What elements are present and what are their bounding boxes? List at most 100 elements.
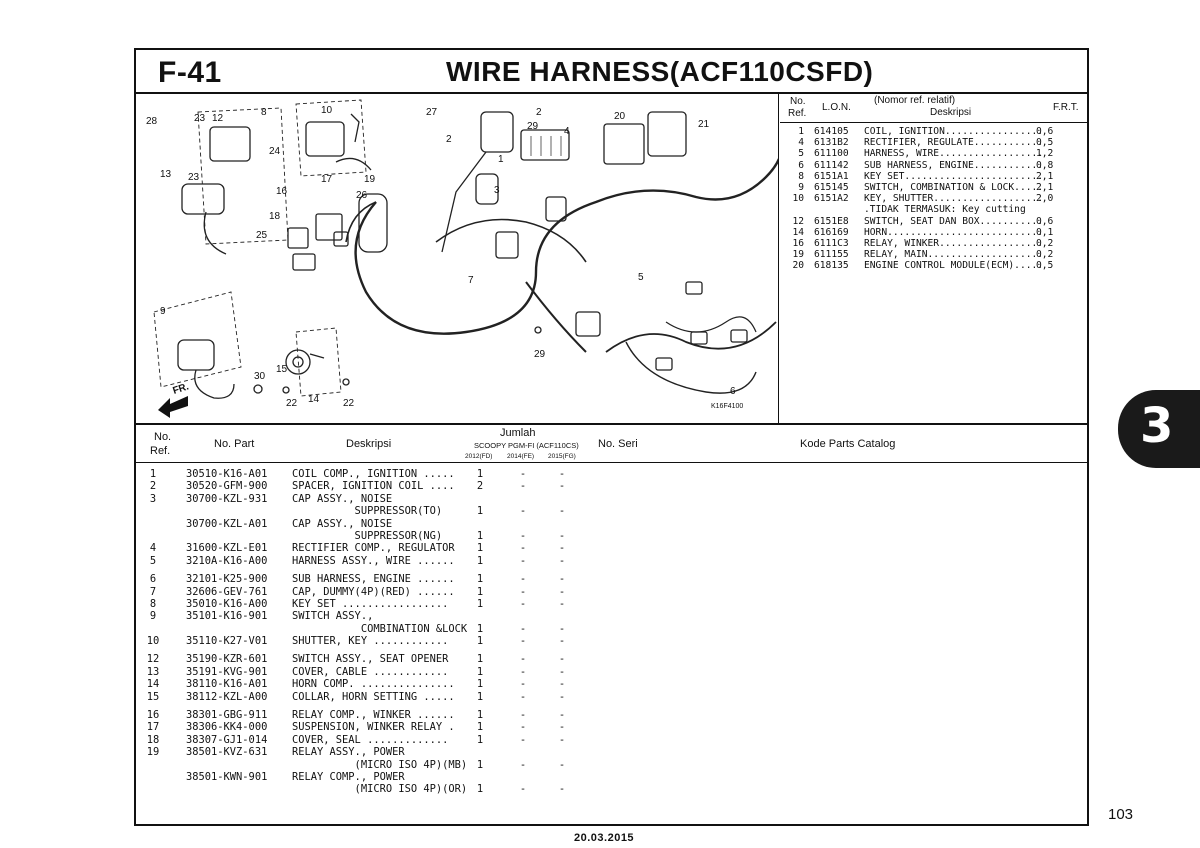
desc-cell: KEY, SHUTTER................... — [864, 193, 1044, 205]
ref-label: 27 — [426, 107, 438, 118]
description-cell: SUB HARNESS, ENGINE ...... — [292, 573, 455, 586]
part-number-cell: 32606-GEV-761 — [186, 585, 268, 598]
ref-cell: 19 — [792, 249, 804, 261]
ref-label: 12 — [212, 113, 224, 124]
qty-2015-cell: - — [558, 709, 566, 722]
no-header: No. — [154, 431, 172, 443]
labor-note: .TIDAK TERMASUK: Key cutting — [864, 204, 1026, 216]
qty-2012-cell: 1 — [476, 554, 484, 567]
frt-cell: 0,5 — [1036, 260, 1054, 272]
frt-cell: 2,1 — [1036, 170, 1054, 182]
qty-2015-cell: - — [558, 678, 566, 691]
ref-cell: 9 — [798, 181, 804, 193]
desc-cell: RELAY, MAIN.................... — [864, 249, 1044, 261]
ref-label: 13 — [160, 169, 172, 180]
qty-2015-cell: - — [558, 622, 566, 635]
qty-2012-cell: 1 — [476, 505, 484, 518]
model-header: SCOOPY PGM-FI (ACF110CS) — [474, 441, 579, 450]
footer-date: 20.03.2015 — [574, 832, 635, 844]
description-cell: SWITCH ASSY., SEAT OPENER — [292, 653, 449, 666]
lon-cell: 616169 — [814, 226, 849, 238]
parts-table-rows: 1 30510-K16-A01 COIL COMP., IGNITION .....… — [136, 468, 1087, 796]
ref-label: 23 — [188, 172, 200, 183]
qty-2015-cell: - — [558, 733, 566, 746]
front-label: FR. — [172, 381, 191, 397]
ref-cell: 7 — [149, 585, 157, 598]
qty-2015-cell: - — [558, 665, 566, 678]
ref-label: 16 — [276, 186, 288, 197]
ref-cell: 18 — [146, 733, 160, 746]
ref-cell: 14 — [146, 678, 160, 691]
qty-2015-cell: - — [558, 783, 566, 796]
part-number-cell: 38307-GJ1-014 — [186, 733, 268, 746]
qty-2015-cell: - — [558, 653, 566, 666]
ref-label: 22 — [343, 398, 355, 409]
part-number-cell: 32101-K25-900 — [186, 573, 268, 586]
qty-2014-cell: - — [519, 597, 527, 610]
part-number-cell: 30510-K16-A01 — [186, 468, 268, 480]
qty-2012-cell: 1 — [476, 678, 484, 691]
qty-2015-cell: - — [558, 635, 566, 648]
catalog-page-frame: F-41 WIRE HARNESS(ACF110CSFD) — [134, 48, 1089, 826]
part-number-cell: 38110-K16-A01 — [186, 678, 268, 691]
qty-2014-cell: - — [519, 573, 527, 586]
qty-2015-cell: - — [558, 585, 566, 598]
ref-label: 24 — [269, 146, 281, 157]
ref-cell: 5 — [798, 148, 804, 160]
page-number: 103 — [1108, 806, 1134, 823]
qty-2012-cell: 1 — [476, 542, 484, 555]
qty-2012-cell: 1 — [476, 585, 484, 598]
part-number-cell: 30700-KZL-A01 — [186, 517, 268, 530]
ref-cell: 4 — [798, 137, 804, 149]
description-cell: HORN COMP. ............... — [292, 678, 455, 691]
qty-2014-cell: - — [519, 733, 527, 746]
ref-cell: 4 — [149, 542, 157, 555]
description-cell: SWITCH ASSY., — [292, 610, 374, 623]
description-cell: COVER, CABLE ............ — [292, 665, 449, 678]
description-cell: RECTIFIER COMP., REGULATOR — [292, 542, 455, 555]
ref-header: Ref. — [788, 108, 807, 119]
ref-cell: 19 — [146, 746, 160, 759]
page-header: F-41 WIRE HARNESS(ACF110CSFD) — [136, 50, 1087, 94]
ref-label: 29 — [527, 121, 539, 132]
ref-cell: 2 — [149, 480, 157, 493]
qty-2014-cell: - — [519, 721, 527, 734]
part-number-cell: 30520-GFM-900 — [186, 480, 268, 493]
description-cell: CAP ASSY., NOISE — [292, 517, 393, 530]
ref-label: 28 — [146, 116, 158, 127]
description-cell: SUPPRESSOR(TO) — [292, 505, 443, 518]
ref-cell: 12 — [792, 215, 804, 227]
lon-cell: 611142 — [814, 159, 849, 171]
desc-cell: SWITCH, COMBINATION & LOCK..... — [864, 181, 1044, 193]
description-cell: RELAY COMP., WINKER ...... — [292, 709, 455, 722]
frt-cell: 0,6 — [1036, 126, 1054, 137]
nomor-header: (Nomor ref. relatif) — [874, 95, 956, 106]
part-header: No. Part — [214, 438, 255, 450]
parts-table-header: No. Ref. No. Part Deskripsi Jumlah SCOOP… — [136, 423, 1087, 463]
description-cell: COIL COMP., IGNITION ..... — [292, 468, 455, 480]
qty-2015-cell: - — [558, 505, 566, 518]
ref-label: 17 — [321, 174, 333, 185]
qty-2012-cell: 1 — [476, 529, 484, 542]
ref-label: 1 — [498, 154, 504, 165]
qty-2012-cell: 1 — [476, 622, 484, 635]
frt-cell: 1,2 — [1036, 148, 1054, 160]
frt-cell: 0,5 — [1036, 137, 1054, 149]
ref-cell: 1 — [798, 126, 804, 137]
ref-cell: 10 — [792, 193, 804, 205]
qty-2014-cell: - — [519, 622, 527, 635]
